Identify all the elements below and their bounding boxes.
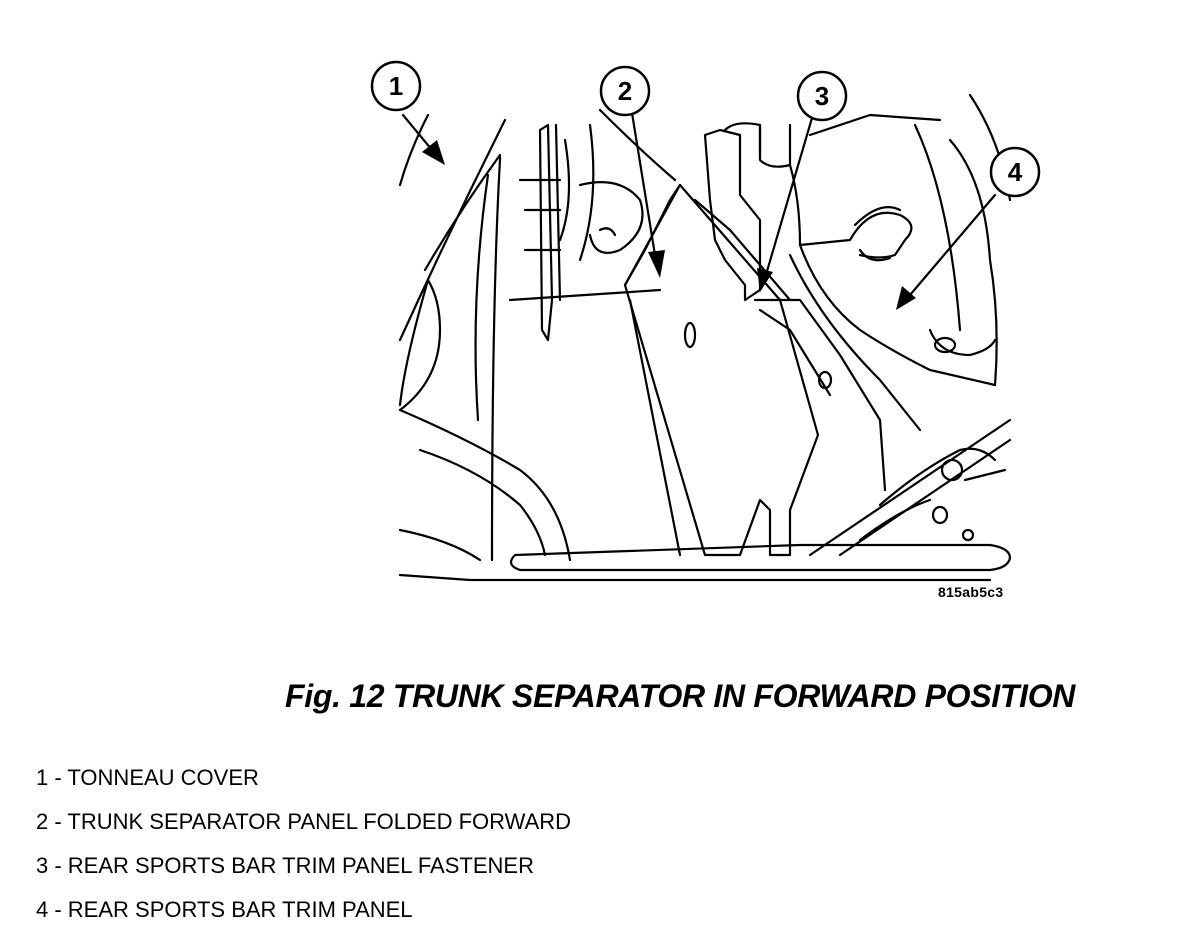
figure-caption: Fig. 12 TRUNK SEPARATOR IN FORWARD POSIT… (285, 678, 1076, 714)
bulkhead-drawing (508, 108, 677, 342)
callout-2: 2 (599, 65, 651, 117)
figure-code: 815ab5c3 (938, 584, 1004, 600)
leader-arrow-3 (763, 116, 814, 280)
legend-list: 1 - TONNEAU COVER 2 - TRUNK SEPARATOR PA… (36, 756, 571, 932)
arrowhead-2 (648, 250, 665, 278)
arrowhead-1 (422, 140, 445, 165)
tonneau-cover-drawing (398, 113, 572, 562)
arrowhead-4 (896, 286, 916, 310)
sports-bar-trim-drawing (703, 93, 1012, 492)
legend-item-2: 2 - TRUNK SEPARATOR PANEL FOLDED FORWARD (36, 809, 572, 834)
svg-text:2: 2 (618, 76, 632, 106)
callout-3: 3 (796, 70, 848, 122)
leader-arrow-1 (401, 113, 434, 152)
legend-item-1: 1 - TONNEAU COVER (36, 765, 259, 790)
callout-4: 4 (989, 146, 1041, 198)
arrowhead-3 (757, 268, 773, 292)
leader-arrow-4 (908, 193, 997, 297)
legend-item-3: 3 - REAR SPORTS BAR TRIM PANEL FASTENER (36, 853, 534, 878)
legend-item-4: 4 - REAR SPORTS BAR TRIM PANEL (36, 897, 413, 922)
trunk-floor-drawing (398, 418, 1012, 582)
svg-text:1: 1 (389, 71, 403, 101)
leader-arrow-2 (630, 111, 657, 257)
separator-panel-drawing (623, 183, 820, 557)
trunk-separator-illustration: 1 2 3 4 (370, 60, 1041, 582)
callout-1: 1 (370, 60, 422, 112)
leader-arrows (401, 111, 997, 297)
svg-text:4: 4 (1008, 157, 1023, 187)
svg-text:3: 3 (815, 81, 829, 111)
